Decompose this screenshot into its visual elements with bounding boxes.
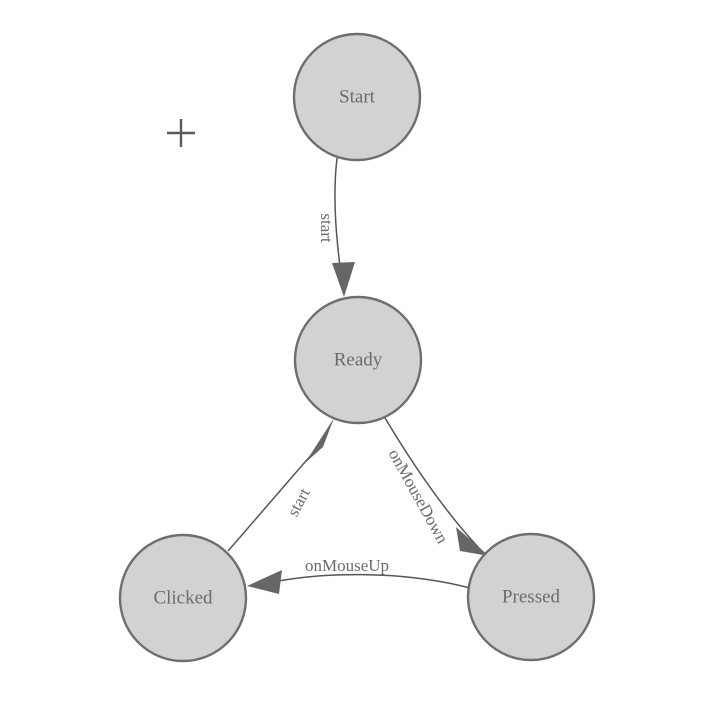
node-pressed-circle [466, 532, 596, 662]
edge-clicked-to-ready[interactable]: start [227, 418, 334, 552]
edge-pressed-to-clicked-arrowhead [247, 570, 282, 594]
node-pressed[interactable]: Pressed [466, 532, 596, 662]
node-ready-label: Ready [334, 349, 383, 370]
edge-pressed-to-clicked[interactable]: onMouseUp [247, 556, 471, 594]
edge-label-ready-to-pressed: onMouseDown [385, 446, 453, 547]
node-ready[interactable]: Ready [293, 295, 423, 425]
edge-label-pressed-to-clicked: onMouseUp [305, 556, 389, 575]
node-ready-circle [293, 295, 423, 425]
edge-ready-to-pressed[interactable]: onMouseDown [384, 417, 489, 556]
node-start-circle [292, 32, 422, 162]
edge-clicked-to-ready-arrowhead [305, 418, 334, 463]
plus-marker-icon[interactable] [167, 119, 195, 147]
edge-start-to-ready-arrowhead [332, 262, 355, 297]
node-clicked-circle [118, 533, 248, 663]
edge-label-start-to-ready: start [317, 213, 336, 243]
edge-pressed-to-clicked-path [267, 573, 471, 589]
node-clicked[interactable]: Clicked [118, 533, 248, 663]
edge-ready-to-pressed-path [384, 417, 480, 549]
edge-ready-to-pressed-arrowhead [456, 527, 489, 556]
edge-start-to-ready[interactable]: start [317, 157, 355, 297]
node-pressed-label: Pressed [502, 586, 561, 607]
node-start-label: Start [339, 86, 376, 107]
edge-label-clicked-to-ready: start [283, 485, 314, 520]
node-clicked-label: Clicked [153, 587, 213, 608]
node-start[interactable]: Start [292, 32, 422, 162]
